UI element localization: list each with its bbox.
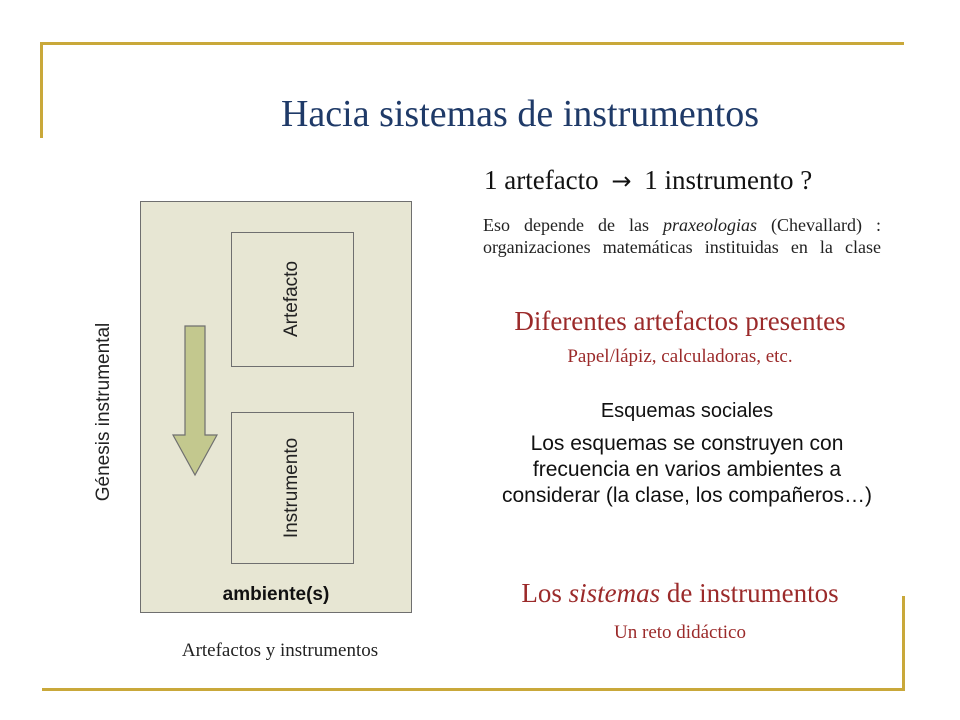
esquemas-body: Los esquemas se construyen con frecuenci…: [502, 432, 872, 507]
slide-title: Hacia sistemas de instrumentos: [280, 93, 760, 135]
artefacto-instrumento-heading: 1 artefacto → 1 instrumento ?: [484, 165, 812, 196]
frame-right-bar: [902, 596, 905, 691]
frame-left-bar: [40, 42, 43, 138]
down-arrow-icon: [172, 325, 218, 477]
instrumento-box: [231, 412, 354, 564]
sistemas-pre: Los: [521, 578, 569, 608]
diferentes-artefactos-subtitle: Papel/lápiz, calculadoras, etc.: [567, 346, 793, 367]
diferentes-artefactos-title: Diferentes artefactos presentes: [514, 306, 846, 336]
right-arrow-icon: →: [611, 167, 632, 195]
frame-top-bar: [42, 42, 904, 45]
reto-didactico: Un reto didáctico: [614, 622, 746, 643]
artefacto-label: Artefacto: [281, 260, 302, 338]
praxeologias-paragraph: Eso depende de las praxeologias (Chevall…: [483, 214, 881, 258]
instrumento-label: Instrumento: [281, 437, 302, 539]
diagram-caption: Artefactos y instrumentos: [181, 640, 379, 661]
sistemas-title: Los sistemas de instrumentos: [470, 578, 890, 609]
heading-right: 1 instrumento ?: [644, 165, 813, 195]
artefacto-box: [231, 232, 354, 367]
frame-bottom-bar: [42, 688, 904, 691]
para-part2: (Chevallard) : organizaciones matemática…: [483, 215, 882, 257]
heading-left: 1 artefacto: [484, 165, 599, 195]
sistemas-italic: sistemas: [568, 578, 661, 608]
para-part1: Eso depende de las: [483, 215, 664, 235]
para-italic: praxeologias: [663, 215, 758, 235]
genesis-label: Génesis instrumental: [93, 322, 114, 502]
sistemas-post: de instrumentos: [660, 578, 839, 608]
esquemas-title: Esquemas sociales: [600, 400, 774, 422]
ambiente-label: ambiente(s): [222, 584, 330, 605]
